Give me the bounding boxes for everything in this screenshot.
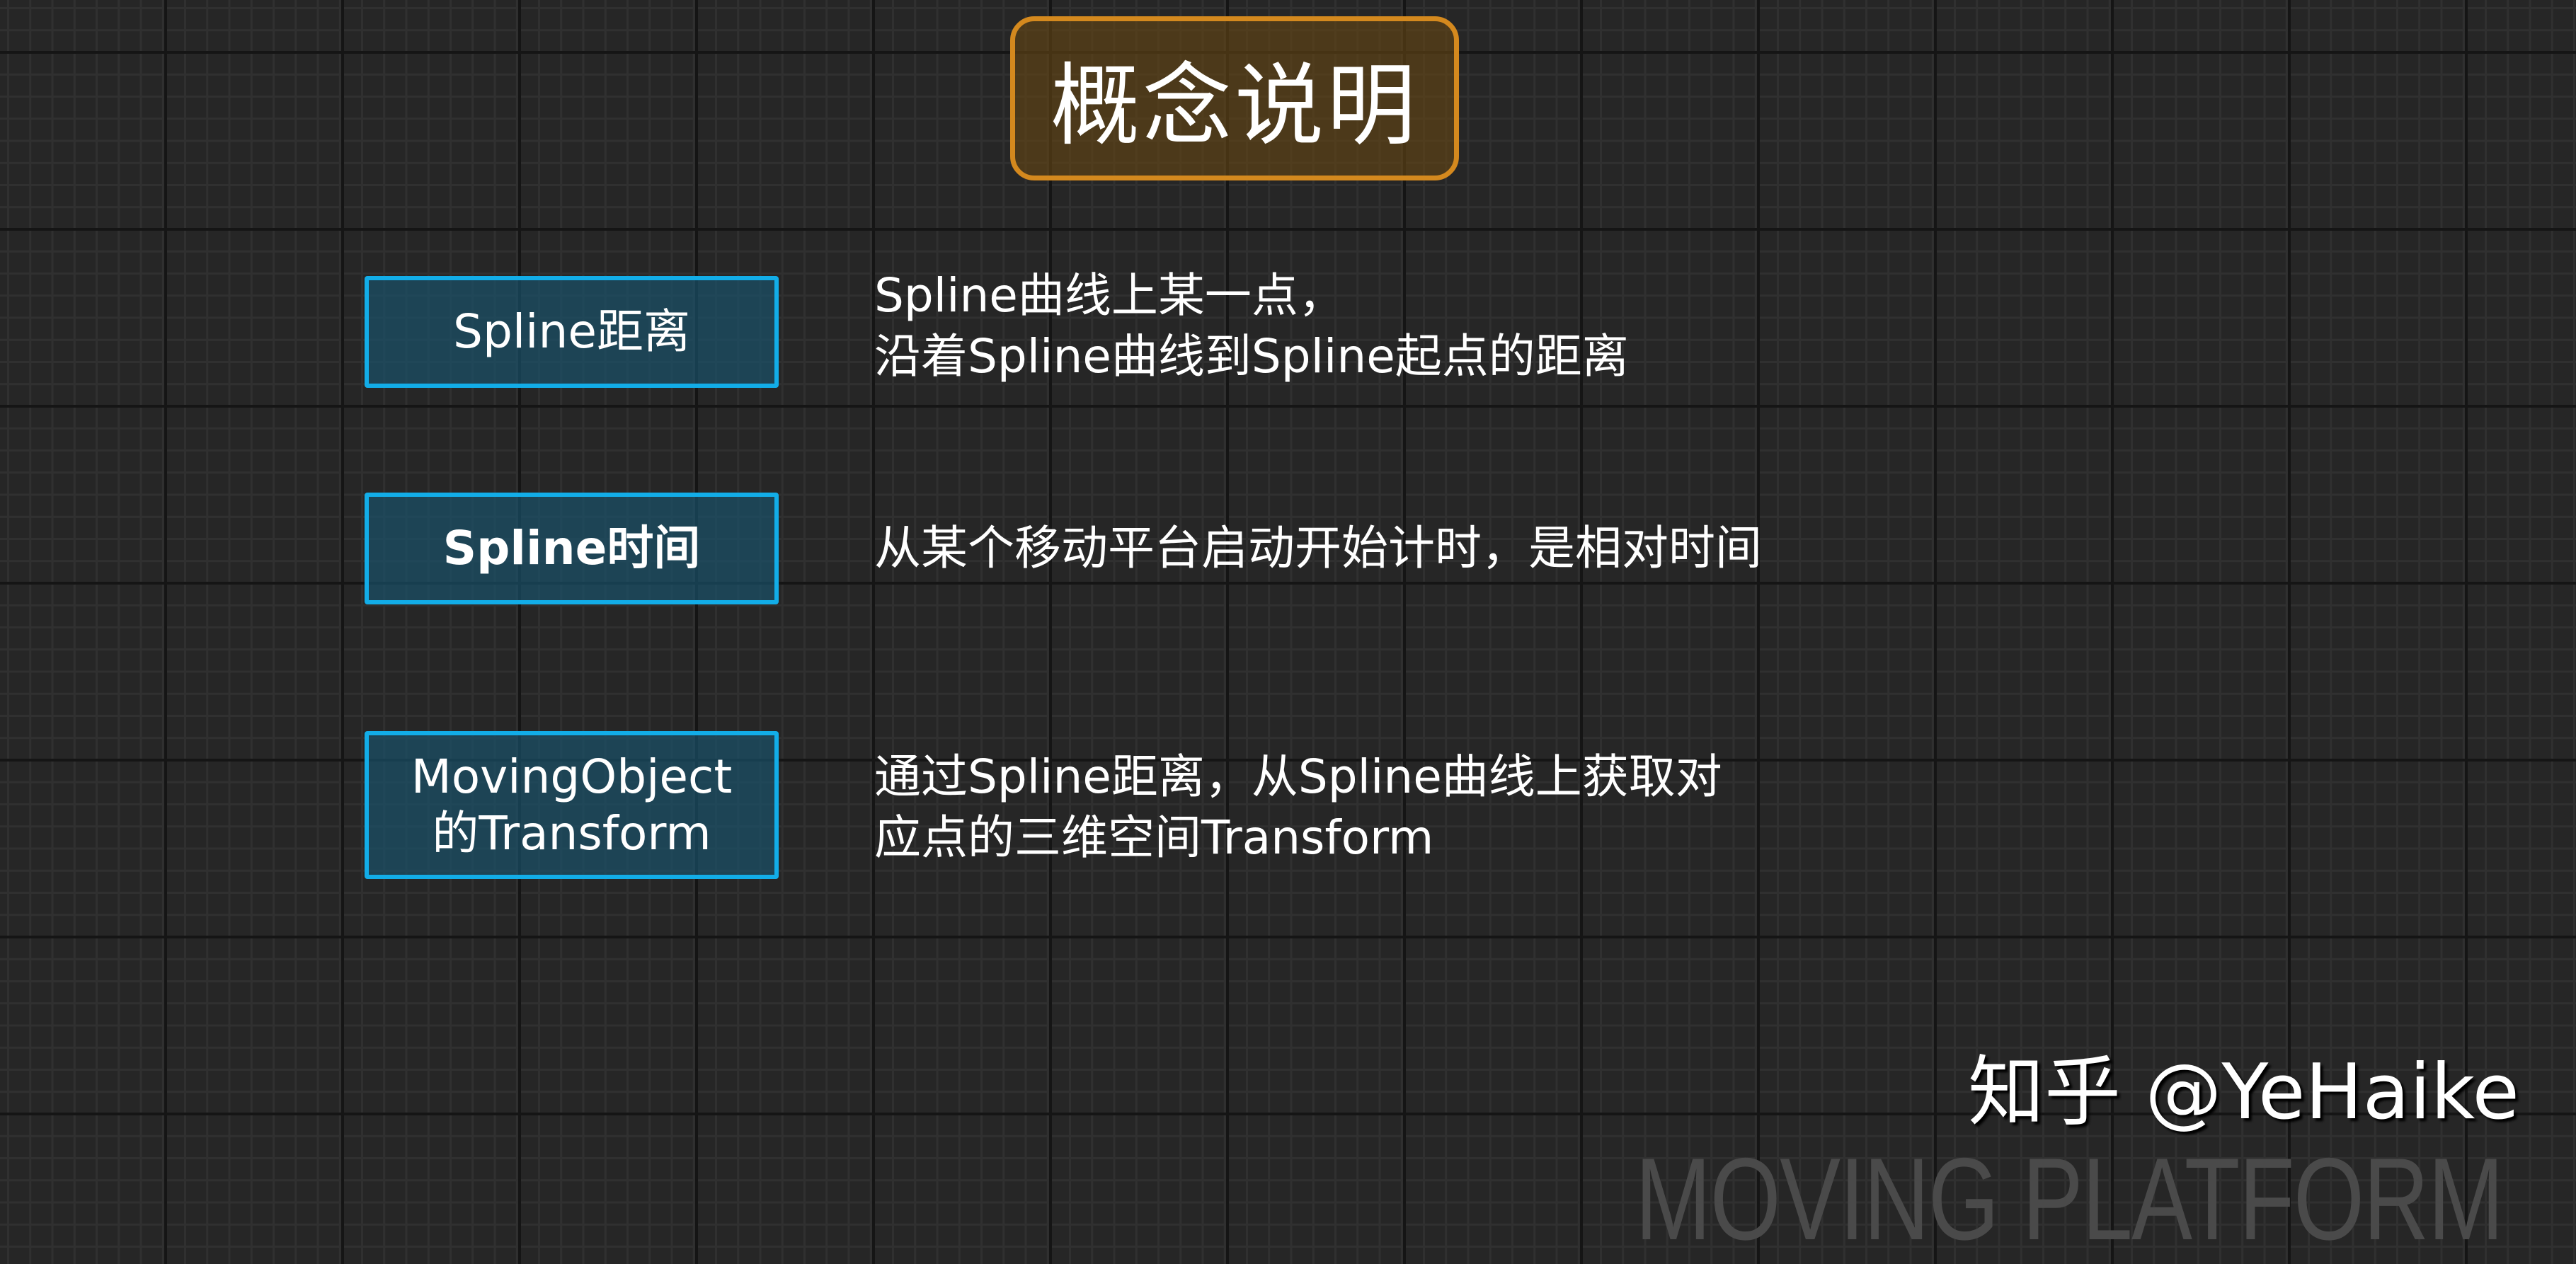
term-box-spline-time: Spline时间 bbox=[365, 493, 779, 604]
term-label: Spline时间 bbox=[442, 521, 701, 576]
term-box-moving-object-transform: MovingObject 的Transform bbox=[365, 731, 779, 879]
description-line: 沿着Spline曲线到Spline起点的距离 bbox=[874, 329, 1629, 384]
term-label: 的Transform bbox=[432, 805, 711, 861]
description-moving-object-transform: 通过Spline距离，从Spline曲线上获取对 应点的三维空间Transfor… bbox=[874, 747, 1722, 868]
description-line: 通过Spline距离，从Spline曲线上获取对 bbox=[874, 749, 1722, 804]
page-title: 概念说明 bbox=[1051, 54, 1419, 158]
description-spline-time: 从某个移动平台启动开始计时，是相对时间 bbox=[874, 518, 1762, 579]
term-label: MovingObject bbox=[411, 749, 733, 805]
description-line: 从某个移动平台启动开始计时，是相对时间 bbox=[874, 521, 1762, 575]
description-spline-distance: Spline曲线上某一点， 沿着Spline曲线到Spline起点的距离 bbox=[874, 265, 1629, 387]
author-credit: 知乎 @YeHaike bbox=[1968, 1048, 2519, 1137]
title-box: 概念说明 bbox=[1010, 16, 1459, 180]
description-line: 应点的三维空间Transform bbox=[874, 810, 1434, 865]
term-label: Spline距离 bbox=[453, 304, 690, 360]
description-line: Spline曲线上某一点， bbox=[874, 268, 1345, 323]
watermark-text: MOVING PLATFORM bbox=[1635, 1134, 2504, 1264]
term-box-spline-distance: Spline距离 bbox=[365, 276, 779, 388]
